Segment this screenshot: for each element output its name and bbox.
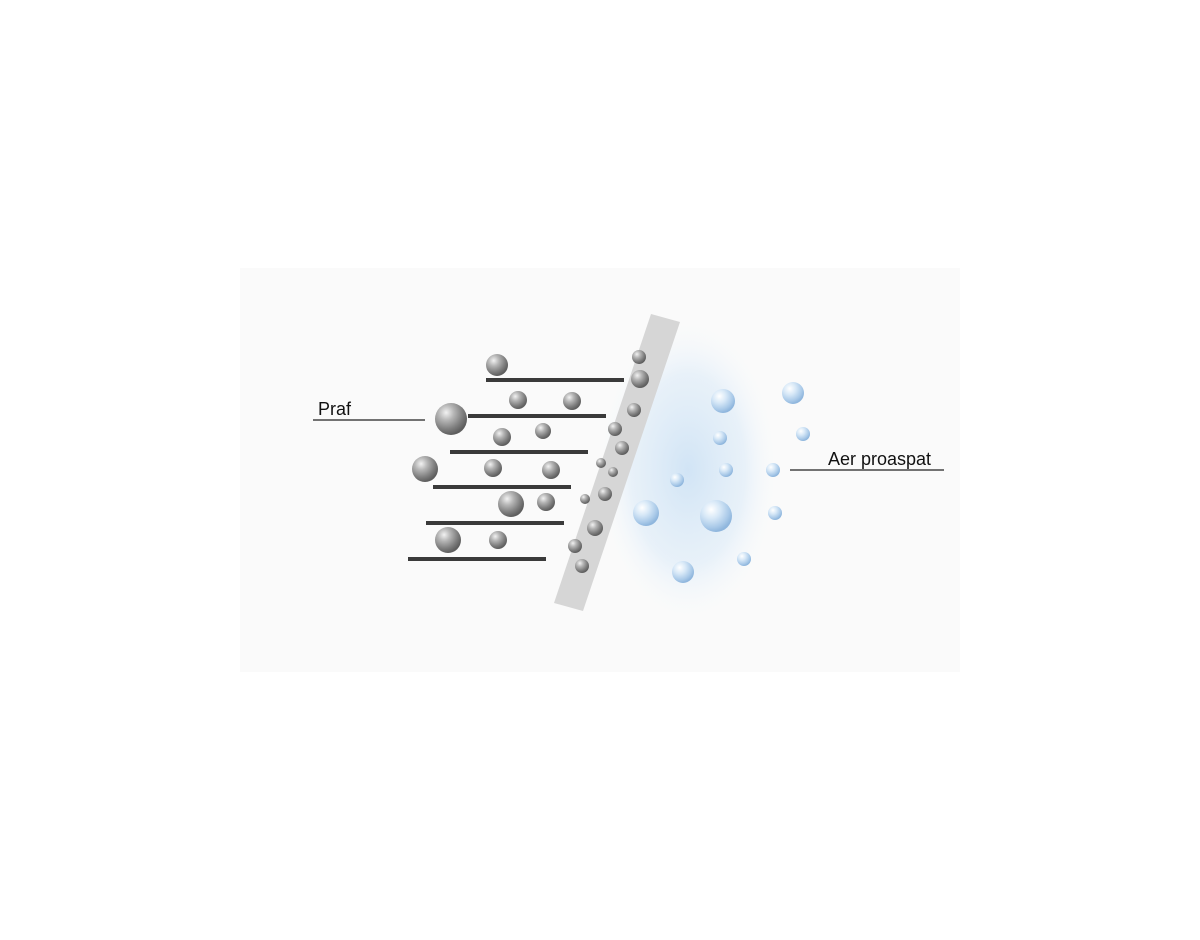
dust-particle bbox=[489, 531, 507, 549]
dust-particle bbox=[484, 459, 502, 477]
dust-particle bbox=[493, 428, 511, 446]
air-bubble bbox=[782, 382, 804, 404]
dust-particle bbox=[631, 370, 649, 388]
dust-particle bbox=[615, 441, 629, 455]
dust-particle bbox=[596, 458, 606, 468]
dust-particle bbox=[563, 392, 581, 410]
air-bubble bbox=[672, 561, 694, 583]
dust-particle bbox=[542, 461, 560, 479]
air-bubbles bbox=[633, 382, 810, 583]
dust-particle bbox=[608, 467, 618, 477]
dust-label: Praf bbox=[318, 399, 352, 419]
air-bubble bbox=[737, 552, 751, 566]
air-bubble bbox=[700, 500, 732, 532]
dust-particle bbox=[537, 493, 555, 511]
dust-particle bbox=[627, 403, 641, 417]
air-bubble bbox=[719, 463, 733, 477]
filter-membrane bbox=[554, 314, 680, 611]
dust-particle bbox=[535, 423, 551, 439]
air-bubble bbox=[711, 389, 735, 413]
dust-particle bbox=[632, 350, 646, 364]
dust-particle bbox=[486, 354, 508, 376]
filter-slats bbox=[408, 378, 624, 561]
air-bubble bbox=[670, 473, 684, 487]
dust-particle bbox=[412, 456, 438, 482]
dust-particle bbox=[580, 494, 590, 504]
dust-particle bbox=[575, 559, 589, 573]
dust-particle bbox=[435, 527, 461, 553]
dust-particles bbox=[412, 350, 649, 573]
fresh-air-label: Aer proaspat bbox=[828, 449, 931, 469]
dust-label-group: Praf bbox=[313, 399, 425, 421]
air-bubble bbox=[768, 506, 782, 520]
air-bubble bbox=[713, 431, 727, 445]
dust-particle bbox=[598, 487, 612, 501]
air-bubble bbox=[766, 463, 780, 477]
dust-particle bbox=[509, 391, 527, 409]
dust-particle bbox=[435, 403, 467, 435]
air-bubble bbox=[633, 500, 659, 526]
dust-particle bbox=[568, 539, 582, 553]
dust-particle bbox=[608, 422, 622, 436]
air-bubble bbox=[796, 427, 810, 441]
fresh-air-label-group: Aer proaspat bbox=[790, 449, 944, 471]
dust-particle bbox=[587, 520, 603, 536]
dust-particle bbox=[498, 491, 524, 517]
